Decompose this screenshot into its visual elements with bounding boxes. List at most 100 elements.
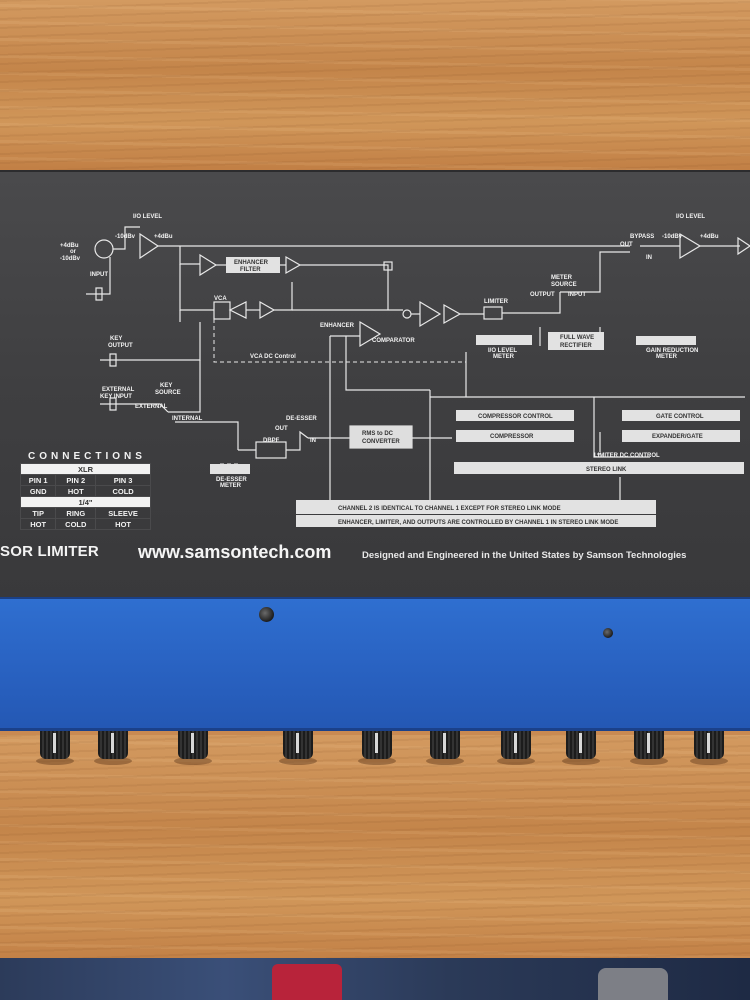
svg-text:I/O LEVEL: I/O LEVEL — [676, 214, 705, 220]
svg-text:VCA DC Control: VCA DC Control — [250, 354, 296, 360]
svg-text:ENHANCER: ENHANCER — [234, 260, 269, 266]
knob-shadow — [36, 757, 74, 765]
svg-text:ENHANCER, LIMITER, AND OUTPUTS: ENHANCER, LIMITER, AND OUTPUTS ARE CONTR… — [338, 520, 618, 526]
xlr-header: XLR — [20, 463, 151, 475]
knob-shadow — [94, 757, 132, 765]
knob-shadow — [358, 757, 396, 765]
product-name: SOR LIMITER — [0, 543, 99, 560]
table-cell: RING — [55, 507, 97, 519]
svg-text:DE-ESSER: DE-ESSER — [216, 477, 247, 483]
table-cell: HOT — [55, 485, 97, 497]
svg-text:INPUT: INPUT — [568, 292, 586, 298]
svg-text:OUT: OUT — [275, 426, 288, 432]
svg-text:CONVERTER: CONVERTER — [362, 439, 400, 445]
knob-shadow — [690, 757, 728, 765]
svg-text:OUT: OUT — [620, 242, 633, 248]
svg-text:LIMITER DC CONTROL: LIMITER DC CONTROL — [594, 453, 660, 459]
connections-table: XLR PIN 1 PIN 2 PIN 3 GND HOT COLD 1/4" … — [19, 463, 151, 530]
xlr-input-icon — [94, 239, 114, 259]
blue-faceplate — [0, 597, 750, 731]
svg-text:SOURCE: SOURCE — [551, 282, 577, 288]
knob-shadow — [279, 757, 317, 765]
svg-text:METER: METER — [656, 354, 678, 360]
svg-text:KEY: KEY — [110, 336, 122, 342]
svg-text:or: or — [70, 249, 77, 255]
svg-text:EXTERNAL: EXTERNAL — [135, 404, 168, 410]
table-cell: HOT — [95, 518, 151, 530]
red-item — [272, 964, 342, 1000]
svg-text:METER: METER — [220, 483, 242, 489]
svg-text:BYPASS: BYPASS — [630, 234, 654, 240]
svg-text:COMPRESSOR CONTROL: COMPRESSOR CONTROL — [478, 414, 553, 420]
svg-text:RMS to DC: RMS to DC — [362, 431, 394, 437]
knob-shadow — [174, 757, 212, 765]
signal-flow-diagram: I/O LEVEL -10dBv +4dBu +4dBu or -10dBv I… — [60, 214, 750, 527]
svg-text:OUTPUT: OUTPUT — [108, 343, 133, 349]
svg-text:SOURCE: SOURCE — [155, 390, 181, 396]
svg-text:+4dBu: +4dBu — [154, 234, 173, 240]
table-cell: HOT — [19, 518, 57, 530]
svg-text:-10dBv: -10dBv — [662, 234, 683, 240]
knob[interactable] — [178, 731, 208, 759]
knob[interactable] — [40, 731, 70, 759]
wood-table-bottom — [0, 735, 750, 970]
table-cell: COLD — [55, 518, 97, 530]
svg-text:-10dBv: -10dBv — [115, 234, 136, 240]
svg-text:DE-ESSER: DE-ESSER — [286, 416, 317, 422]
svg-text:DBPF: DBPF — [263, 438, 280, 444]
wood-table-top — [0, 0, 750, 175]
quarter-inch-header: 1/4" — [20, 496, 151, 508]
svg-text:OUTPUT: OUTPUT — [530, 292, 555, 298]
svg-text:GATE CONTROL: GATE CONTROL — [656, 414, 704, 420]
svg-text:EXPANDER/GATE: EXPANDER/GATE — [652, 434, 703, 440]
knob-shadow — [562, 757, 600, 765]
svg-text:CHANNEL 2 IS IDENTICAL TO CHAN: CHANNEL 2 IS IDENTICAL TO CHANNEL 1 EXCE… — [338, 506, 561, 512]
svg-text:+4dBu: +4dBu — [700, 234, 719, 240]
grey-shoe — [598, 968, 668, 1000]
svg-text:IN: IN — [646, 255, 652, 261]
table-cell: TIP — [19, 507, 57, 519]
tagline: Designed and Engineered in the United St… — [362, 550, 687, 561]
io-level-label-left: I/O LEVEL — [133, 214, 162, 220]
screw-icon — [259, 607, 274, 622]
svg-text:COMPARATOR: COMPARATOR — [372, 338, 415, 344]
table-cell: PIN 1 — [19, 474, 57, 486]
svg-text:METER: METER — [551, 275, 573, 281]
svg-text:KEY INPUT: KEY INPUT — [100, 394, 132, 400]
website-url: www.samsontech.com — [138, 542, 332, 562]
knob[interactable] — [362, 731, 392, 759]
svg-text:STEREO LINK: STEREO LINK — [586, 467, 627, 473]
knob[interactable] — [634, 731, 664, 759]
knob[interactable] — [694, 731, 724, 759]
table-cell: PIN 3 — [95, 474, 151, 486]
svg-text:METER: METER — [493, 354, 515, 360]
knob[interactable] — [501, 731, 531, 759]
knob[interactable] — [98, 731, 128, 759]
svg-text:INTERNAL: INTERNAL — [172, 416, 203, 422]
rear-panel: I/O LEVEL -10dBv +4dBu +4dBu or -10dBv I… — [0, 170, 750, 598]
knob[interactable] — [430, 731, 460, 759]
knob-shadow — [630, 757, 668, 765]
svg-text:LIMITER: LIMITER — [484, 299, 509, 305]
svg-text:EXTERNAL: EXTERNAL — [102, 387, 135, 393]
table-cell: GND — [19, 485, 57, 497]
svg-text:GAIN REDUCTION: GAIN REDUCTION — [646, 348, 698, 354]
svg-text:FULL WAVE: FULL WAVE — [560, 335, 594, 341]
screw-icon — [603, 628, 613, 638]
svg-text:ENHANCER: ENHANCER — [320, 323, 355, 329]
knob-shadow — [497, 757, 535, 765]
table-cell: COLD — [95, 485, 151, 497]
svg-text:I/O LEVEL: I/O LEVEL — [488, 348, 517, 354]
knob[interactable] — [283, 731, 313, 759]
connections-title: CONNECTIONS — [28, 451, 146, 462]
svg-text:COMPRESSOR: COMPRESSOR — [490, 434, 534, 440]
svg-text:+4dBu: +4dBu — [60, 243, 79, 249]
knob[interactable] — [566, 731, 596, 759]
svg-text:IN: IN — [310, 438, 316, 444]
table-cell: PIN 2 — [55, 474, 97, 486]
svg-text:VCA: VCA — [214, 296, 227, 302]
input-label: INPUT — [90, 272, 108, 278]
svg-text:RECTIFIER: RECTIFIER — [560, 343, 592, 349]
svg-text:-10dBv: -10dBv — [60, 256, 81, 262]
svg-text:KEY: KEY — [160, 383, 172, 389]
